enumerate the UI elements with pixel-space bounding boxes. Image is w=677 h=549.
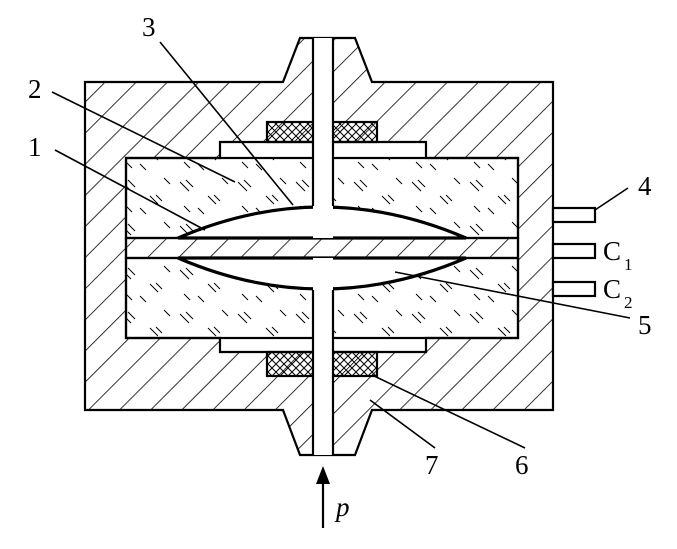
leader-7 <box>369 399 436 449</box>
leader-1 <box>54 149 206 231</box>
terminal-c1 <box>551 242 597 260</box>
upper-pressure-channel <box>313 38 333 238</box>
label-c2: C <box>603 274 621 304</box>
pressure-arrowhead <box>316 466 330 484</box>
terminal-c2 <box>551 280 597 298</box>
label-c1-subscript: 1 <box>624 255 633 274</box>
lower-pressure-channel <box>313 258 333 455</box>
leader-2 <box>51 91 236 183</box>
label-pressure: p <box>334 492 350 522</box>
leader-5 <box>394 271 631 319</box>
leader-4 <box>594 187 629 211</box>
label-c2-subscript: 2 <box>624 293 633 312</box>
label-4: 4 <box>638 171 652 201</box>
diaphragm <box>124 236 520 260</box>
label-2: 2 <box>28 74 42 104</box>
label-c1: C <box>603 236 621 266</box>
label-5: 5 <box>638 310 652 340</box>
leader-3 <box>159 41 294 206</box>
label-3: 3 <box>142 12 156 42</box>
label-7: 7 <box>425 450 439 480</box>
label-1: 1 <box>28 132 42 162</box>
leader-6 <box>371 374 526 449</box>
label-6: 6 <box>515 450 529 480</box>
terminal-4 <box>551 206 597 224</box>
